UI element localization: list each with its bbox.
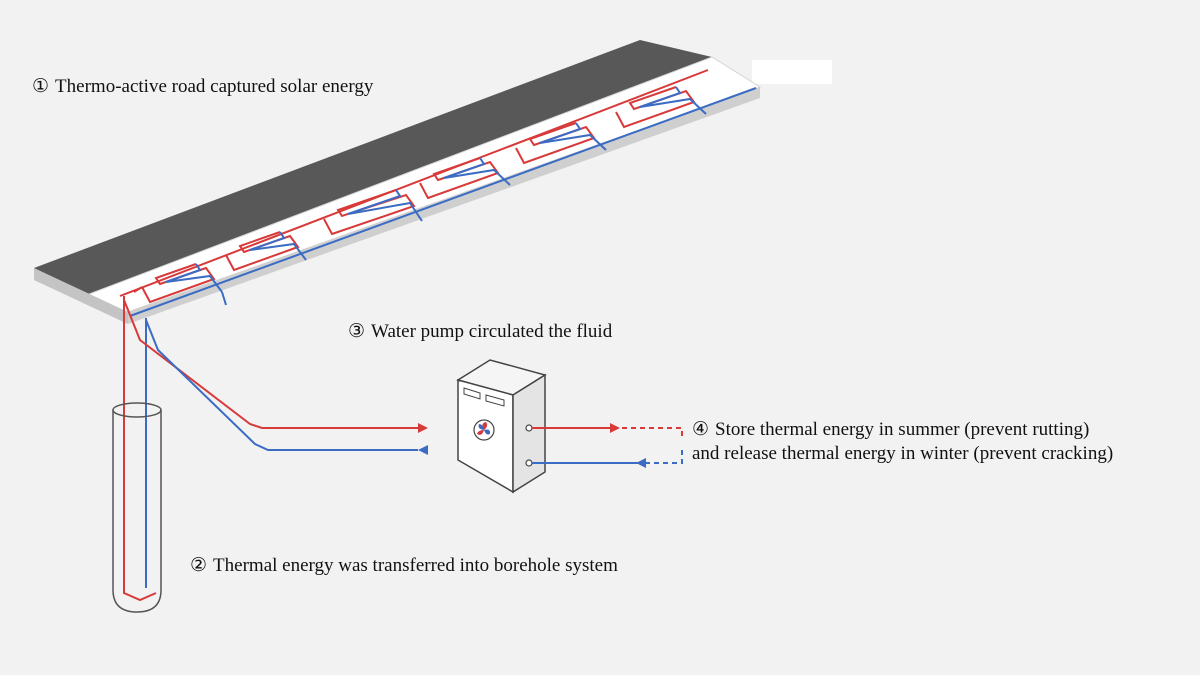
borehole-red-pipe — [123, 296, 157, 602]
blank-patch — [752, 60, 832, 84]
road-slab-left-side — [34, 268, 128, 324]
fan-icon — [473, 419, 495, 441]
to-pump-red-pipe — [123, 299, 418, 429]
borehole — [112, 402, 162, 613]
dashed-blue-pipe — [646, 450, 683, 464]
arrow-left-blue-2 — [636, 458, 646, 468]
supply-header-pipe — [119, 69, 709, 297]
step-text-1: Thermo-active road captured solar energy — [55, 76, 374, 97]
step-text-2: Thermal energy was transferred into bore… — [213, 555, 618, 576]
pump-output-pipes — [532, 427, 683, 464]
step-number-3: ③ — [348, 321, 366, 342]
road-surface — [34, 40, 712, 296]
arrow-left-blue — [418, 445, 428, 455]
step-text-4-line1: Store thermal energy in summer (prevent … — [715, 419, 1090, 440]
loop-6 — [615, 86, 707, 129]
loop-2 — [225, 231, 307, 272]
return-header-pipe — [129, 87, 757, 317]
loop-4 — [419, 157, 511, 200]
from-pump-blue-pipe — [145, 319, 418, 451]
pump-feed-pipes — [123, 299, 418, 451]
arrow-right-red-2 — [610, 423, 620, 433]
loop-1 — [141, 263, 223, 304]
road-pipe-network — [119, 69, 757, 317]
borehole-feed-pipes — [123, 296, 157, 602]
step-number-1: ① — [32, 76, 50, 97]
step-number-2: ② — [190, 555, 208, 576]
dashed-red-pipe — [622, 427, 683, 440]
water-pump-icon — [456, 359, 547, 494]
loop-5 — [515, 122, 607, 165]
step-text-3: Water pump circulated the fluid — [371, 321, 613, 342]
step-number-4: ④ — [692, 419, 710, 440]
arrow-right-red — [418, 423, 428, 433]
step-text-4-line2: and release thermal energy in winter (pr… — [692, 443, 1114, 464]
serpentine-loops — [133, 86, 707, 306]
loop-3 — [323, 189, 423, 236]
